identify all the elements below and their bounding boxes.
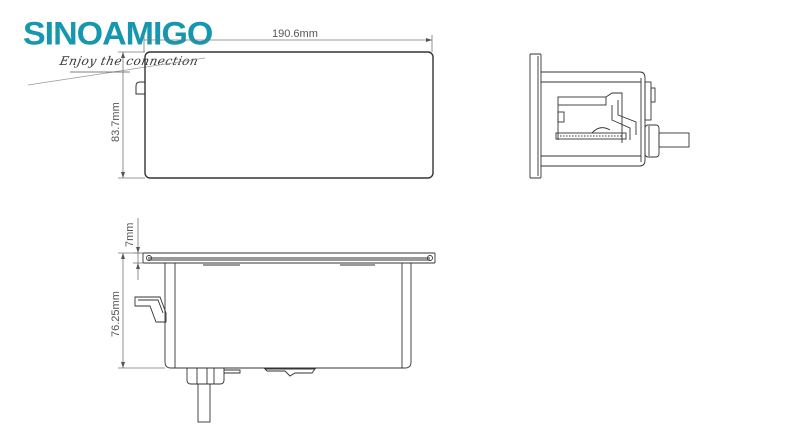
body-height-dimension: 76.25mm <box>110 291 122 337</box>
top-view <box>118 35 434 179</box>
flange-thickness-dimension: 7mm <box>124 222 136 247</box>
top-view-width-dimension: 190.6mm <box>272 28 318 40</box>
front-view <box>118 218 436 423</box>
top-view-height-dimension: 83.7mm <box>110 102 122 142</box>
side-view <box>529 53 690 179</box>
brand-logo: SINOAMIGO <box>23 15 213 53</box>
